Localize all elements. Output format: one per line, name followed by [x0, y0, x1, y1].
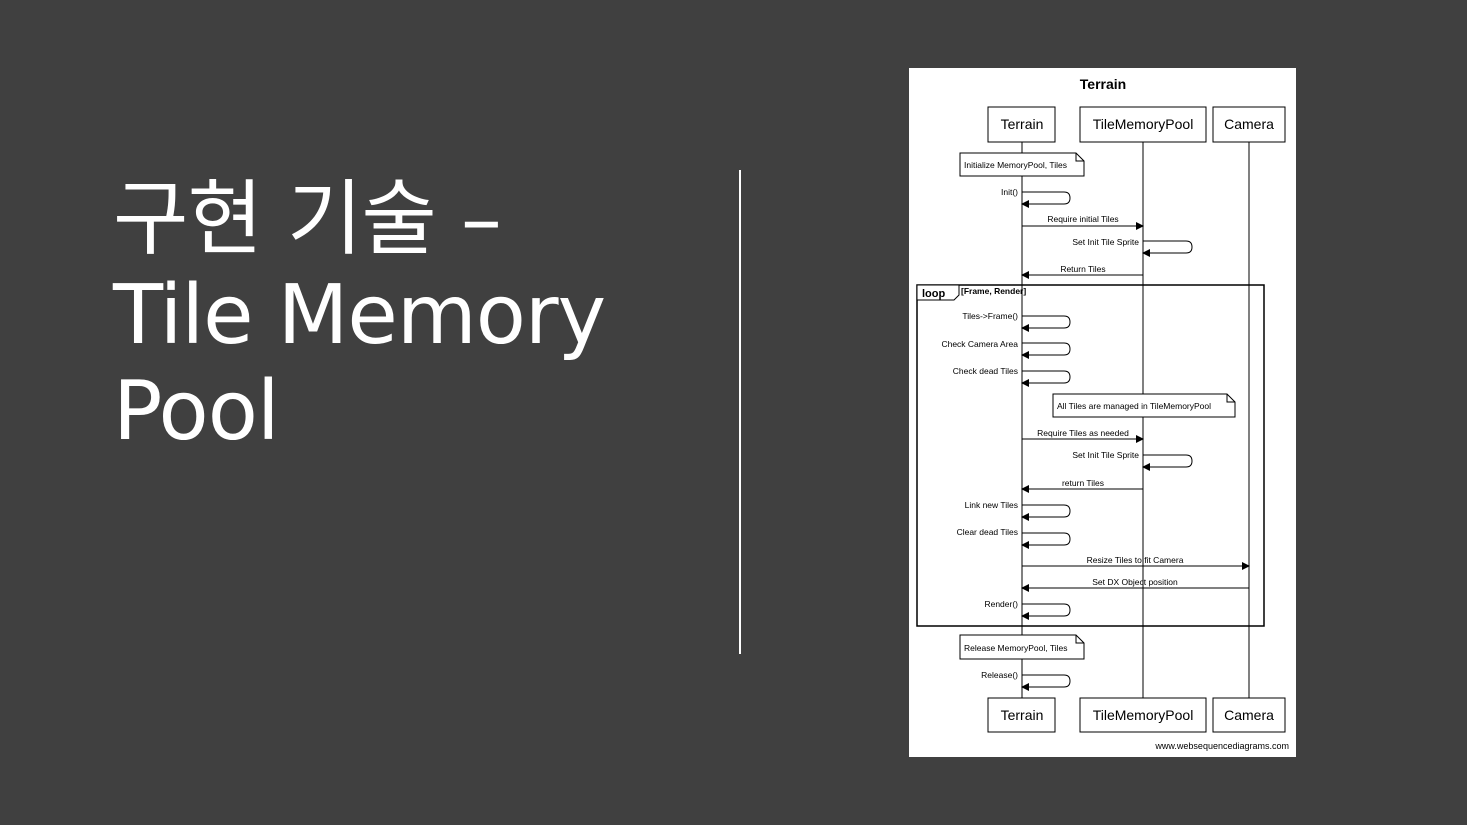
note-text: Release MemoryPool, Tiles: [964, 643, 1067, 653]
participant-label: Camera: [1224, 707, 1274, 723]
message-label: Release(): [981, 670, 1018, 680]
message-label: Return Tiles: [1060, 264, 1105, 274]
message-label: Require Tiles as needed: [1037, 428, 1129, 438]
self-message-arrow: [1021, 342, 1071, 359]
self-message-arrow: [1021, 603, 1071, 620]
self-message-arrow: [1021, 504, 1071, 521]
slide-title: 구현 기술 – Tile Memory Pool: [113, 172, 713, 460]
loop-condition: [Frame, Render]: [961, 286, 1026, 296]
slide-title-line-3: Pool: [113, 364, 280, 459]
note-text: Initialize MemoryPool, Tiles: [964, 160, 1067, 170]
message-label: Check Camera Area: [941, 339, 1018, 349]
participant-terrain-bottom: Terrain: [987, 697, 1056, 733]
message-label: Render(): [984, 599, 1018, 609]
participant-camera-bottom: Camera: [1212, 697, 1286, 733]
sequence-diagram: Terrain Terrain TileMemoryPool Camera In…: [909, 68, 1296, 757]
participant-label: Camera: [1224, 116, 1274, 132]
message-label: Resize Tiles to fit Camera: [1087, 555, 1184, 565]
message-label: Clear dead Tiles: [957, 527, 1018, 537]
self-message-arrow: [1021, 191, 1071, 208]
message-label: Set Init Tile Sprite: [1072, 450, 1139, 460]
message-label: Set Init Tile Sprite: [1072, 237, 1139, 247]
participant-terrain-top: Terrain: [987, 106, 1056, 143]
participant-label: Terrain: [1001, 116, 1044, 132]
note-managed: All Tiles are managed in TileMemoryPool: [1052, 393, 1236, 418]
self-message-arrow: [1021, 315, 1071, 332]
note-text: All Tiles are managed in TileMemoryPool: [1057, 401, 1211, 411]
participant-camera-top: Camera: [1212, 106, 1286, 143]
self-message-arrow: [1021, 370, 1071, 387]
message-label: Init(): [1001, 187, 1018, 197]
watermark: www.websequencediagrams.com: [1154, 741, 1289, 751]
message-label: Link new Tiles: [965, 500, 1018, 510]
message-label: return Tiles: [1062, 478, 1104, 488]
self-message-arrow: [1142, 454, 1193, 471]
diagram-title: Terrain: [1080, 76, 1126, 92]
note-initialize: Initialize MemoryPool, Tiles: [959, 152, 1085, 177]
vertical-divider: [739, 170, 741, 654]
slide-title-line-2: Tile Memory: [113, 268, 606, 363]
self-message-arrow: [1021, 532, 1071, 549]
participant-label: TileMemoryPool: [1093, 707, 1194, 723]
note-release: Release MemoryPool, Tiles: [959, 634, 1085, 660]
message-label: Tiles->Frame(): [962, 311, 1018, 321]
self-message-arrow: [1142, 240, 1193, 257]
message-label: Check dead Tiles: [953, 366, 1018, 376]
message-label: Set DX Object position: [1092, 577, 1178, 587]
self-message-arrow: [1021, 674, 1071, 691]
loop-label: loop: [922, 288, 945, 300]
participant-tilememorypool-bottom: TileMemoryPool: [1079, 697, 1207, 733]
loop-frame: loop [Frame, Render]: [916, 284, 1265, 627]
participant-label: Terrain: [1001, 707, 1044, 723]
participant-tilememorypool-top: TileMemoryPool: [1079, 106, 1207, 143]
slide-title-line-1: 구현 기술 –: [113, 172, 502, 267]
message-label: Require initial Tiles: [1047, 214, 1118, 224]
participant-label: TileMemoryPool: [1093, 116, 1194, 132]
